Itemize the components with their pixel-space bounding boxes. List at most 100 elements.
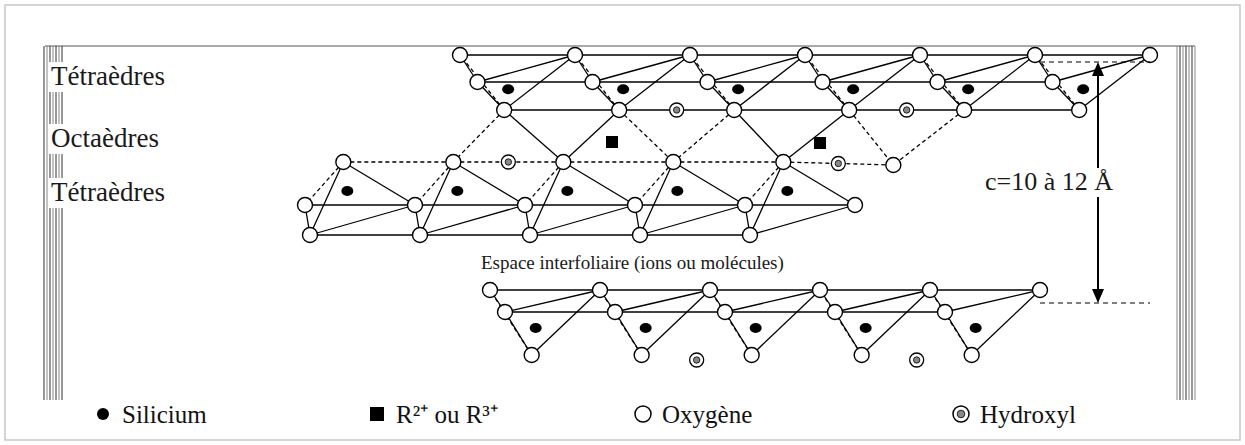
oxygen-atom <box>913 48 928 63</box>
bond-line <box>750 162 783 235</box>
bond-line <box>505 311 615 312</box>
legend-text: Hydroxyl <box>980 401 1076 428</box>
dimension-tick <box>1040 302 1150 303</box>
oxygen-atom <box>518 198 533 213</box>
hydroxyl-inner <box>835 160 841 166</box>
silicon-atom <box>847 84 859 94</box>
bond-line <box>820 289 930 290</box>
oxygen-atom <box>923 283 938 298</box>
bond-line <box>734 55 805 110</box>
bond-line <box>525 162 563 205</box>
hydroxyl-outer <box>501 155 515 169</box>
bond-line <box>835 290 930 312</box>
oxygen-atom <box>446 155 461 170</box>
oxygen-atom <box>842 103 857 118</box>
frame <box>5 5 1240 440</box>
border-stripe <box>1186 46 1187 400</box>
border-stripe <box>53 46 54 400</box>
bond-line <box>673 110 734 162</box>
bond-line <box>305 162 343 205</box>
oxygen-atom <box>938 305 953 320</box>
bond-line <box>849 55 920 110</box>
sheet-label: Tétraèdres <box>48 178 168 208</box>
legend-text: Oxygène <box>662 401 752 428</box>
oxygen-atom <box>483 283 498 298</box>
hydroxyl-group <box>900 103 914 117</box>
hydroxyl-symbol <box>953 406 969 422</box>
legend-item: R²⁺ ou R³⁺ <box>366 398 498 428</box>
border-stripe <box>1189 46 1190 400</box>
border-stripe <box>50 46 51 400</box>
bond-line <box>343 161 453 162</box>
bond-line <box>938 81 1053 82</box>
silicon-atom <box>962 84 974 94</box>
oxygen-atom <box>413 228 428 243</box>
hydroxyl-inner <box>903 107 909 113</box>
bond-line <box>615 290 710 312</box>
bond-line <box>504 55 575 110</box>
silicon-atom <box>750 323 762 333</box>
oxygen-atom <box>1028 48 1043 63</box>
bond-line <box>305 204 415 205</box>
oxygen-atom <box>612 103 627 118</box>
bond-line <box>420 234 530 235</box>
oxygen-atom <box>828 305 843 320</box>
bond-line <box>690 55 734 110</box>
oxygen-atom <box>523 228 538 243</box>
bond-line <box>640 205 745 235</box>
hydroxyl-inner <box>913 357 919 363</box>
legend-swatch <box>632 403 654 425</box>
bond-line <box>478 55 576 82</box>
bond-line <box>525 204 635 205</box>
border-stripe <box>1195 46 1196 400</box>
bond-line <box>593 55 691 82</box>
bond-line <box>710 289 820 290</box>
bond-line <box>310 162 343 235</box>
region-label: Espace interfoliaire (ions ou molécules) <box>478 253 787 274</box>
silicon-atom <box>561 186 573 196</box>
border-stripe <box>1177 46 1178 400</box>
bond-line <box>415 204 525 205</box>
bond-line <box>420 205 525 235</box>
border-stripe <box>44 46 45 400</box>
bond-line <box>575 55 619 110</box>
border-stripe <box>1183 46 1184 400</box>
oxygen-atom <box>718 305 733 320</box>
legend-swatch <box>366 403 388 425</box>
silicon-atom <box>860 323 872 333</box>
bond-line <box>805 55 849 110</box>
bond-line <box>563 110 619 162</box>
bond-line <box>805 54 920 55</box>
bond-line <box>478 81 593 82</box>
bond-line <box>615 311 725 312</box>
bond-line <box>745 204 855 205</box>
bond-line <box>642 290 710 355</box>
silicon-atom <box>970 323 982 333</box>
bond-line <box>820 290 862 355</box>
bond-line <box>708 81 823 82</box>
bond-line <box>1053 55 1151 82</box>
hydroxyl-inner <box>505 159 511 165</box>
hydroxyl-inner <box>673 107 679 113</box>
bond-line <box>920 54 1035 55</box>
oxygen-atom <box>298 198 313 213</box>
oxygen-atom <box>666 155 681 170</box>
bond-line <box>945 290 1040 312</box>
border-stripe <box>56 46 57 400</box>
oxygen-atom <box>703 283 718 298</box>
hydroxyl-inner <box>693 357 699 363</box>
bond-line <box>453 162 525 205</box>
hydroxyl-symbol-inner <box>957 410 965 418</box>
oxygen-atom <box>470 75 485 90</box>
bond-line <box>504 110 563 162</box>
oxygen-atom <box>1045 75 1060 90</box>
border-stripe <box>59 46 60 400</box>
bond-line <box>725 311 835 312</box>
bond-line <box>1035 55 1079 110</box>
oxygen-atom <box>798 48 813 63</box>
bond-line <box>575 54 690 55</box>
bond-line <box>619 55 690 110</box>
silicon-atom <box>781 186 793 196</box>
